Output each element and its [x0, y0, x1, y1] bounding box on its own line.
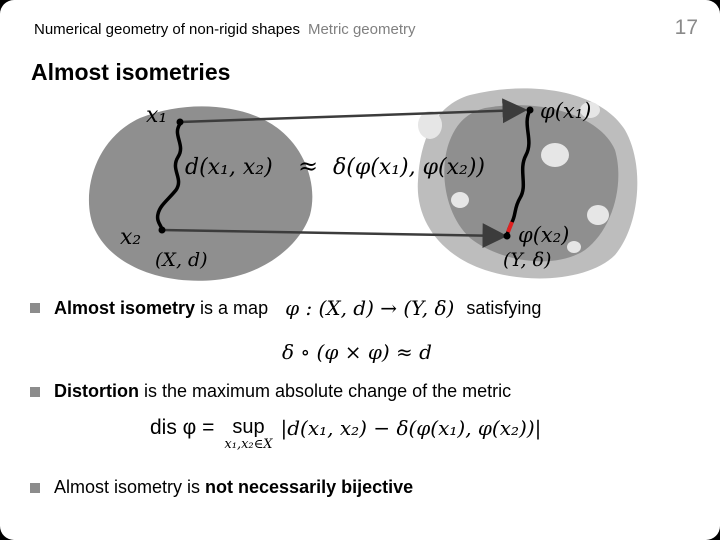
- hole: [451, 192, 469, 208]
- bullet-bijective: Almost isometry is not necessarily bijec…: [30, 477, 413, 498]
- point-phi-x1: [527, 107, 534, 114]
- bullet-2-bold: Distortion: [54, 381, 139, 402]
- label-space-y: (Y, δ): [503, 249, 551, 271]
- label-phi-x2: φ(x₂): [518, 223, 569, 247]
- hole: [587, 205, 609, 225]
- sup-operator: sup x₁,x₂∈X: [224, 416, 272, 452]
- bullet-marker: [30, 303, 40, 313]
- label-space-x: (X, d): [155, 249, 208, 271]
- bullet-1-math: φ : (X, d) → (Y, δ): [285, 296, 454, 320]
- point-x2: [159, 227, 166, 234]
- bullet-1-text: is a map: [195, 298, 273, 319]
- bullet-marker: [30, 483, 40, 493]
- bullet-definition: Almost isometry is a map φ : (X, d) → (Y…: [30, 296, 541, 320]
- sup-subscript: x₁,x₂∈X: [224, 437, 272, 452]
- formula-approx: δ ∘ (φ × φ) ≈ d: [282, 340, 432, 364]
- point-x1: [177, 119, 184, 126]
- bullet-1-after: satisfying: [466, 298, 541, 319]
- bullet-marker: [30, 387, 40, 397]
- formula-distortion: dis φ = sup x₁,x₂∈X |d(x₁, x₂) − δ(φ(x₁)…: [150, 416, 541, 452]
- sup-text: sup: [232, 416, 264, 439]
- isometry-figure: x₁ x₂ φ(x₁) φ(x₂) (X, d) (Y, δ) d(x₁, x₂…: [0, 0, 720, 290]
- hole: [418, 111, 442, 139]
- bullet-3-text: Almost isometry is: [54, 477, 205, 498]
- hole: [541, 143, 569, 167]
- label-x1: x₁: [146, 103, 167, 128]
- bullet-3-bold: not necessarily bijective: [205, 477, 413, 498]
- approx-symbol: ≈: [298, 152, 318, 180]
- bullet-2-text: is the maximum absolute change of the me…: [139, 381, 511, 402]
- label-metric-d: d(x₁, x₂): [185, 155, 273, 180]
- bullet-distortion: Distortion is the maximum absolute chang…: [30, 381, 511, 402]
- dis-lhs: dis φ =: [150, 416, 214, 440]
- bullet-1-bold: Almost isometry: [54, 298, 195, 319]
- label-phi-x1: φ(x₁): [540, 99, 591, 123]
- label-metric-delta: δ(φ(x₁), φ(x₂)): [333, 155, 485, 180]
- dis-rhs: |d(x₁, x₂) − δ(φ(x₁), φ(x₂))|: [281, 416, 542, 440]
- point-phi-x2: [504, 233, 511, 240]
- label-x2: x₂: [120, 225, 141, 250]
